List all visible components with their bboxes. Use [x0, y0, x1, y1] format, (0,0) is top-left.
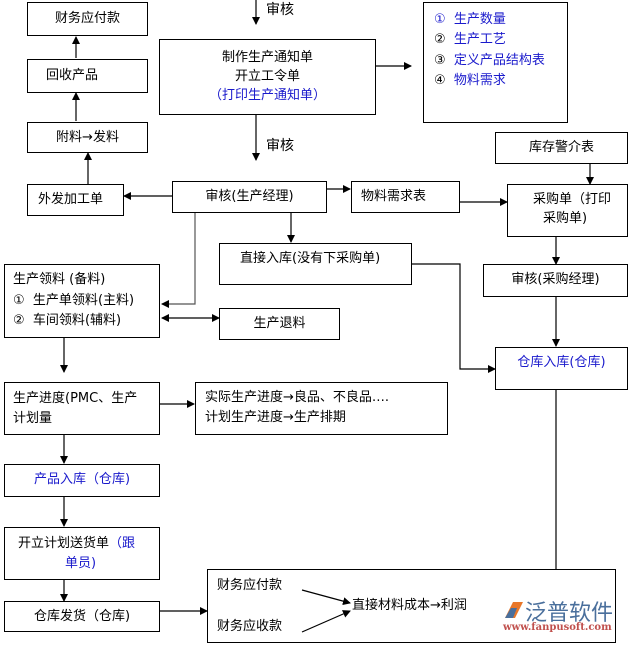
box-label: 仓库入库(仓库) [517, 355, 606, 370]
purchase-order-box: 采购单（打印 采购单) [507, 184, 628, 237]
arrow-payable-result [301, 589, 351, 606]
box-label: 物料需求表 [361, 189, 427, 204]
accessory-issue-box: 附料→发料 [27, 122, 148, 153]
detail-line2: 计划生产进度→生产排期 [205, 410, 346, 425]
arrow-receivable-result [301, 610, 351, 633]
review-label-top: 审核 [266, 2, 294, 18]
watermark-brand: 泛普软件 [525, 601, 614, 626]
box-label: 直接入库(没有下采购单) [240, 251, 381, 266]
finance-receivable: 财务应收款 [217, 619, 283, 634]
box-label: 库存警介表 [528, 140, 594, 155]
progress-line1: 生产进度(PMC、生产 [13, 391, 138, 406]
review-label-mid: 审核 [266, 138, 294, 154]
purchase-line1: 采购单（打印 [533, 192, 612, 207]
picking-title: 生产领料 (备料) [13, 272, 106, 287]
box-label: 财务应付款 [54, 11, 120, 26]
inventory-alert-box: 库存警介表 [495, 132, 628, 164]
progress-detail-box: 实际生产进度→良品、不良品…. 计划生产进度→生产排期 [195, 382, 448, 435]
purchase-line2: 采购单) [543, 211, 588, 226]
material-demand-box: 物料需求表 [351, 181, 460, 213]
content-item-1: ① 生产数量 [434, 12, 506, 27]
delivery-line1: 开立计划送货单（跟 [18, 536, 136, 551]
production-progress-box: 生产进度(PMC、生产 计划量 [4, 382, 160, 435]
direct-storage-box: 直接入库(没有下采购单) [219, 243, 412, 285]
picking-item-1: ① 生产单领料(主料) [13, 293, 135, 308]
delivery-line2: 单员) [65, 556, 97, 571]
warehouse-shipping-box: 仓库发货（仓库) [4, 601, 160, 632]
production-return-box: 生产退料 [219, 308, 340, 340]
delivery-plan-box: 开立计划送货单（跟 单员) [4, 527, 160, 580]
notice-line1: 制作生产通知单 [221, 50, 313, 65]
finance-summary-box: 财务应付款 财务应收款 直接材料成本→利润 [207, 569, 616, 643]
recycle-products-box: 回收产品 [27, 59, 148, 93]
progress-line2: 计划量 [13, 411, 53, 426]
box-label: 审核(采购经理) [511, 272, 600, 287]
box-label: 外发加工单 [38, 192, 104, 207]
notice-contents-box: ① 生产数量 ② 生产工艺 ③ 定义产品结构表 ④ 物料需求 [423, 2, 568, 123]
production-picking-box: 生产领料 (备料) ① 生产单领料(主料) ② 车间领料(辅料) [4, 264, 160, 338]
box-label: 仓库发货（仓库) [33, 609, 131, 624]
finance-payable: 财务应付款 [217, 578, 283, 593]
content-item-3: ③ 定义产品结构表 [434, 53, 545, 68]
arrow-review-picking [161, 212, 196, 308]
arrow-direct-warehouse [411, 263, 496, 373]
purchase-manager-review-box: 审核(采购经理) [483, 264, 628, 297]
finance-result: 直接材料成本→利润 [352, 598, 467, 613]
warehouse-storage-box: 仓库入库(仓库) [495, 347, 628, 390]
product-storage-box: 产品入库（仓库) [4, 464, 160, 497]
box-label: 产品入库（仓库) [33, 472, 131, 487]
notice-line2: 开立工令单 [234, 69, 300, 84]
brand-logo-icon [505, 602, 523, 618]
outsource-order-box: 外发加工单 [27, 184, 124, 216]
box-label: 回收产品 [46, 68, 99, 83]
box-label: 生产退料 [253, 316, 306, 331]
content-item-2: ② 生产工艺 [434, 32, 506, 47]
finance-payable-top-box: 财务应付款 [27, 2, 148, 36]
detail-line1: 实际生产进度→良品、不良品…. [205, 390, 390, 405]
production-manager-review-box: 审核(生产经理) [172, 181, 327, 213]
box-label: 审核(生产经理) [205, 189, 294, 204]
watermark-url: www.fanpusoft.com [503, 622, 612, 633]
production-notice-box: 制作生产通知单 开立工令单 （打印生产通知单） [159, 39, 376, 115]
notice-line3: （打印生产通知单） [208, 88, 326, 103]
content-item-4: ④ 物料需求 [434, 73, 506, 88]
box-label: 附料→发料 [56, 130, 119, 145]
picking-item-2: ② 车间领料(辅料) [13, 313, 122, 328]
